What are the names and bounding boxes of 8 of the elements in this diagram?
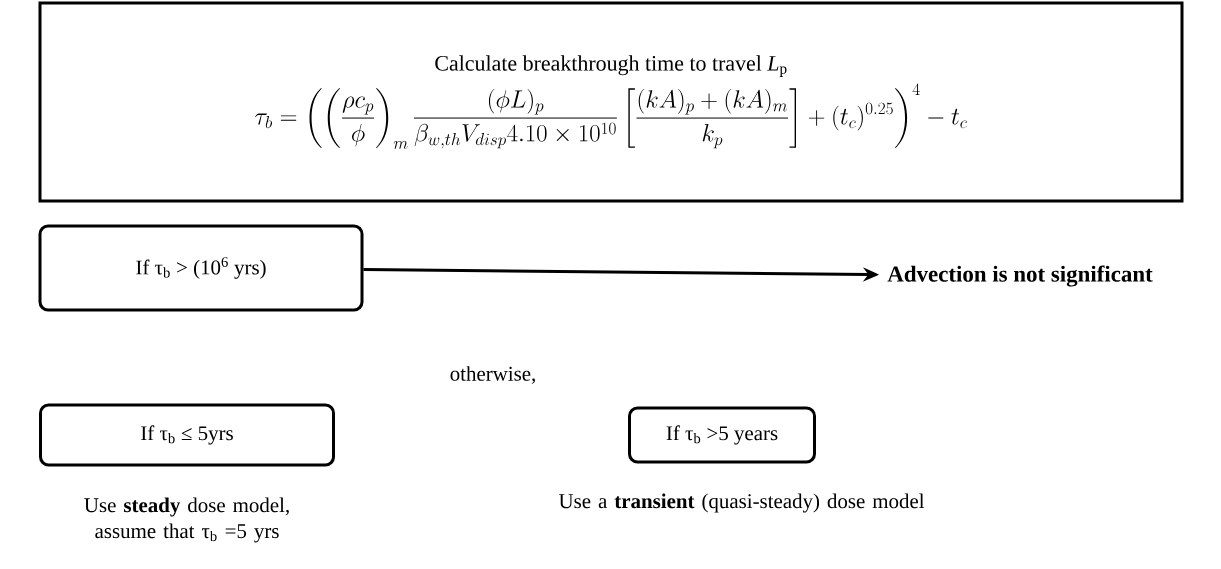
condition-box: If τ$_{b}$ ≤ 5yrs [39, 403, 335, 467]
result-text: Advection is not significant [887, 265, 1153, 287]
formula-box: Calculate breakthrough time to travel L$_{p}$ $\tau_b = \left( \left(\frac{\rho c_p}{\phi}\right)_m \frac{(\phi L)_p}{\beta_{w,th} V_{disp} 4.10\times 10^{10}} \left[\frac{(kA)_p+(kA)_m}{k_p}\right] + (t_c)^{0.25} \right)^4 - t_c$ [38, 1, 1184, 203]
caption-text: Use a transient (quasi-steady) dose model [558, 493, 925, 513]
condition-box: If τ$_{b}$ >5 years [628, 406, 816, 464]
condition-box: If τ$_{b}$ > (10$^{6}$ yrs) [38, 224, 364, 312]
note-text: otherwise, [450, 366, 535, 384]
caption-text: Use steady dose model, assume that τ$_{b}$ =5 yrs [84, 497, 289, 543]
